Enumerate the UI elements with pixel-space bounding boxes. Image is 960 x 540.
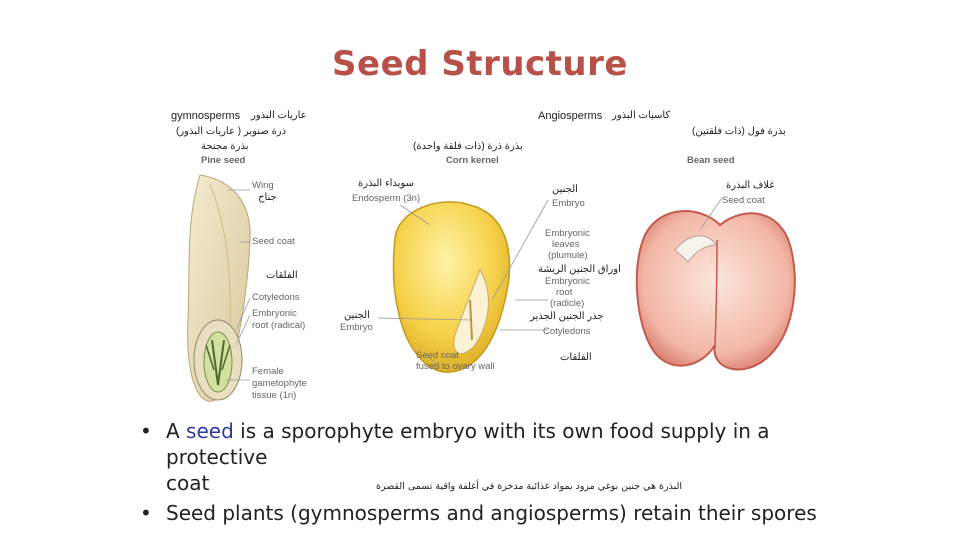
- bean-cotyledons-label: Cotyledons: [543, 326, 591, 337]
- endosperm-ar-label: سويداء البذرة: [358, 178, 414, 189]
- angiosperms-ar-label: كاسيات البذور: [612, 110, 670, 121]
- bullet-1-ar: البذرة هي جنين بوغي مزود بمواد غذائية مد…: [376, 474, 682, 500]
- female-gametophyte-1: Female: [252, 366, 284, 377]
- pine-seed-title: Pine seed: [201, 155, 245, 166]
- bullet-1-post: is a sporophyte embryo with its own food…: [166, 419, 770, 469]
- bean-root-1: Embryonic: [545, 276, 590, 287]
- bean-root-2: root: [556, 287, 572, 298]
- wing-ar-label: جناح: [258, 192, 277, 203]
- bullet-item-1-line2: coat البذرة هي جنين بوغي مزود بمواد غذائ…: [140, 470, 840, 496]
- bean-seed-title: Bean seed: [687, 155, 735, 166]
- bean-ar-title: بذرة فول (ذات فلقتين): [692, 126, 786, 137]
- wing-label: Wing: [252, 180, 274, 191]
- seed-word: seed: [186, 419, 234, 443]
- pine-cotyledons-ar: الفلقات: [266, 270, 298, 281]
- corn-embryo-label: Embryo: [340, 322, 373, 333]
- pine-seed-ar-title: ذرة صنوبر ( عاريات البذور): [176, 126, 286, 137]
- gymnosperms-label: gymnosperms: [171, 110, 240, 122]
- bean-leaves-1: Embryonic: [545, 228, 590, 239]
- pine-seed-coat-label: Seed coat: [252, 236, 295, 247]
- corn-kernel-title: Corn kernel: [446, 155, 499, 166]
- bean-cotyledons-ar: الفلقات: [560, 352, 592, 363]
- bean-embryo-ar: الجنين: [552, 184, 578, 195]
- bean-root-ar: جذر الجنين الجذير: [530, 311, 604, 322]
- bean-leaves-3: (plumule): [548, 250, 588, 261]
- pine-seed-illustration: [188, 175, 251, 401]
- bean-root-3: (radicle): [550, 298, 584, 309]
- corn-ar-title: بذرة ذرة (ذات فلقة واحدة): [413, 141, 523, 152]
- bullet-1-pre: A: [166, 419, 186, 443]
- bullet-1-line2: coat: [166, 471, 209, 495]
- corn-seedcoat-2: fused to ovary wall: [416, 361, 495, 372]
- bullet-dot: •: [140, 418, 152, 444]
- corn-kernel-illustration: [393, 202, 509, 372]
- bullet-dot: •: [140, 500, 152, 526]
- pine-cotyledons-label: Cotyledons: [252, 292, 300, 303]
- bean-leaves-2: leaves: [552, 239, 579, 250]
- bean-seedcoat-label: Seed coat: [722, 195, 765, 206]
- bullet-item-2: • Seed plants (gymnosperms and angiosper…: [140, 500, 840, 526]
- bean-seedcoat-ar: غلاف البذرة: [726, 180, 775, 191]
- bean-seed-illustration: [637, 211, 795, 369]
- corn-embryo-ar: الجنين: [344, 310, 370, 321]
- bean-embryo-label: Embryo: [552, 198, 585, 209]
- bean-leaves-ar: اوراق الجنين الريشة: [538, 264, 621, 275]
- pine-embryonic-root-1: Embryonic: [252, 308, 297, 319]
- bullet-2-text: Seed plants (gymnosperms and angiosperms…: [166, 501, 817, 525]
- winged-seed-ar: بذرة مجنحة: [201, 141, 249, 152]
- endosperm-label: Endosperm (3n): [352, 193, 420, 204]
- gymnosperms-ar-label: عاريات البذور: [251, 110, 307, 121]
- pine-embryonic-root-2: root (radical): [252, 320, 305, 331]
- bullet-item-1: • A seed is a sporophyte embryo with its…: [140, 418, 840, 470]
- angiosperms-label: Angiosperms: [538, 110, 602, 122]
- bullet-list: • A seed is a sporophyte embryo with its…: [140, 418, 840, 526]
- female-gametophyte-2: gametophyte: [252, 378, 307, 389]
- corn-seedcoat-1: Seed coat: [416, 350, 459, 361]
- female-gametophyte-3: tissue (1n): [252, 390, 296, 401]
